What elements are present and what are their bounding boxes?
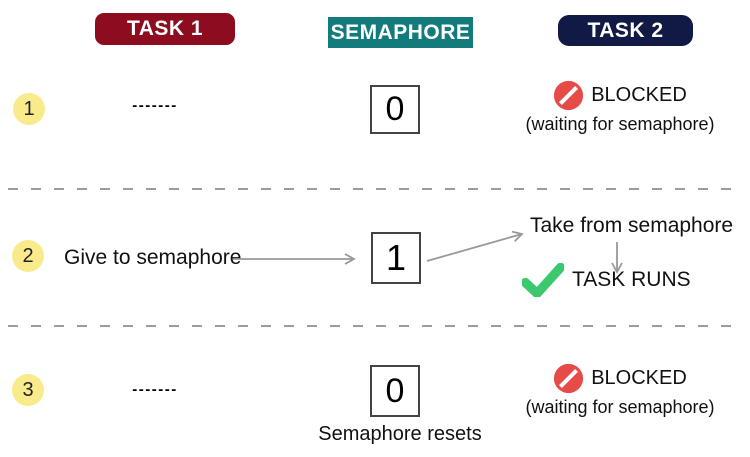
task1-idle-row3: -------: [132, 381, 178, 398]
check-icon: [522, 263, 564, 297]
blocked-label: BLOCKED: [591, 367, 687, 389]
task-runs-row: TASK RUNS: [522, 263, 691, 297]
blocked-line: BLOCKED: [553, 363, 687, 394]
down-arrow-icon: [611, 242, 623, 274]
step-badge-1: 1: [13, 93, 45, 125]
header-semaphore: SEMAPHORE: [328, 17, 473, 48]
row-separator-2: [8, 325, 742, 327]
semaphore-resets-label: Semaphore resets: [318, 423, 482, 445]
step-badge-2: 2: [12, 240, 44, 272]
task-runs-label: TASK RUNS: [572, 268, 691, 291]
semaphore-value-row3: 0: [370, 365, 420, 417]
task2-blocked-row3: BLOCKED (waiting for semaphore): [508, 363, 732, 418]
header-task2: TASK 2: [558, 15, 693, 46]
no-entry-icon: [554, 363, 584, 394]
blocked-note: (waiting for semaphore): [525, 114, 715, 134]
no-entry-icon: [554, 80, 584, 111]
header-task1: TASK 1: [95, 13, 235, 45]
blocked-label: BLOCKED: [591, 84, 687, 106]
blocked-note: (waiting for semaphore): [525, 397, 715, 417]
semaphore-value-row1: 0: [370, 85, 420, 134]
blocked-line: BLOCKED: [553, 80, 687, 111]
give-arrow-icon: [233, 253, 356, 265]
take-from-semaphore-label: Take from semaphore: [530, 214, 734, 237]
row-separator-1: [8, 188, 742, 190]
take-arrow-icon: [426, 230, 524, 262]
task1-idle-row1: -------: [132, 97, 178, 114]
semaphore-value-row2: 1: [371, 232, 421, 284]
step-badge-3: 3: [12, 374, 44, 406]
give-to-semaphore-label: Give to semaphore: [64, 246, 242, 269]
task2-blocked-row1: BLOCKED (waiting for semaphore): [508, 80, 732, 135]
